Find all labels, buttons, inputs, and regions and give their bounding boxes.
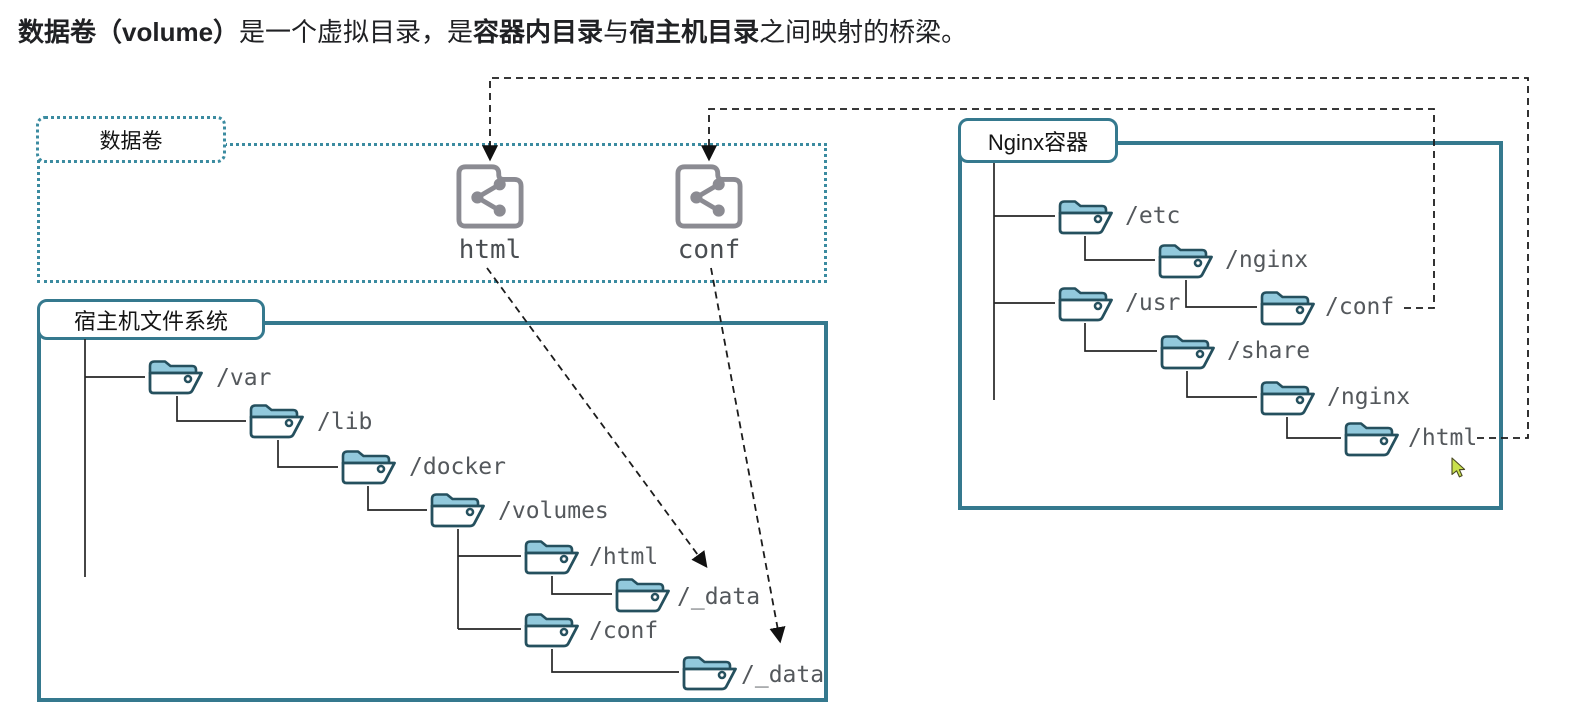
host-folder-lib-icon [246, 400, 310, 442]
title-part-1: 是一个虚拟目录，是 [239, 17, 474, 47]
host-folder-conf-icon [521, 609, 585, 651]
nginx-folder-nginx-1-icon [1155, 240, 1219, 282]
host-folder-conf-data-icon [679, 652, 743, 694]
host-folder-conf-data-label: /_data [741, 662, 825, 688]
title-part-host-dir: 宿主机目录 [629, 17, 760, 47]
host-folder-var-icon [145, 356, 209, 398]
nginx-folder-conf-label: /conf [1325, 294, 1395, 320]
host-folder-volumes-icon [427, 489, 491, 531]
title-part-3: 与 [603, 17, 630, 47]
page-title: 数据卷（volume）是一个虚拟目录，是容器内目录与宿主机目录之间映射的桥梁。 [18, 12, 967, 49]
title-part-container-dir: 容器内目录 [473, 17, 604, 47]
nginx-container-panel [958, 141, 1503, 510]
nginx-folder-nginx-2-label: /nginx [1327, 384, 1411, 410]
host-folder-lib-label: /lib [317, 409, 373, 435]
nginx-folder-html-label: /html [1408, 425, 1478, 451]
host-folder-html-data-label: /_data [677, 584, 761, 610]
host-filesystem-panel [37, 321, 828, 702]
nginx-folder-etc-label: /etc [1125, 203, 1181, 229]
nginx-folder-html-icon [1341, 418, 1405, 460]
nginx-folder-share-label: /share [1227, 338, 1311, 364]
shared-folder-icon-html [454, 162, 526, 230]
nginx-folder-conf-icon [1257, 287, 1321, 329]
nginx-panel-label: Nginx容器 [958, 118, 1118, 163]
host-folder-docker-icon [338, 446, 402, 488]
host-folder-volumes-label: /volumes [498, 498, 609, 524]
host-folder-conf-label: /conf [589, 618, 659, 644]
host-folder-html-icon [521, 536, 585, 578]
host-folder-var-label: /var [216, 365, 272, 391]
nginx-folder-nginx-2-icon [1257, 377, 1321, 419]
nginx-folder-usr-label: /usr [1125, 290, 1181, 316]
host-folder-html-data-icon [612, 574, 676, 616]
volume-panel-label: 数据卷 [36, 116, 226, 163]
nginx-folder-usr-icon [1055, 283, 1119, 325]
host-panel-label: 宿主机文件系统 [37, 299, 265, 340]
host-folder-html-label: /html [589, 544, 659, 570]
volume-conf-label: conf [677, 235, 741, 265]
title-part-5: 之间映射的桥梁。 [759, 17, 968, 47]
volume-html-label: html [458, 235, 522, 265]
shared-folder-icon-conf [673, 162, 745, 230]
title-part-volume: 数据卷（volume） [18, 17, 240, 47]
nginx-folder-etc-icon [1055, 196, 1119, 238]
host-folder-docker-label: /docker [409, 454, 506, 480]
nginx-folder-nginx-1-label: /nginx [1225, 247, 1309, 273]
nginx-folder-share-icon [1157, 331, 1221, 373]
